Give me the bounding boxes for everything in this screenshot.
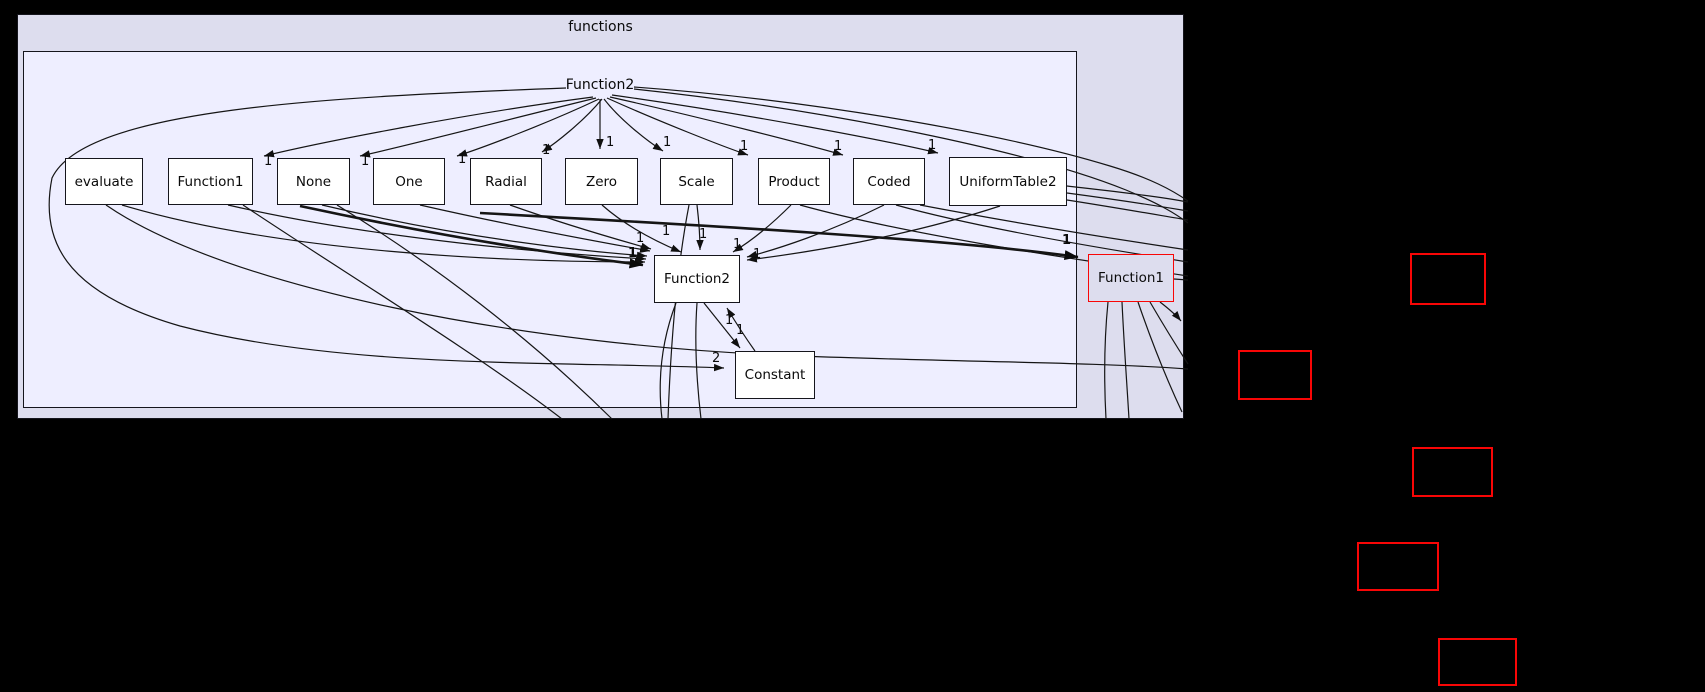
cluster-functions-inner: [23, 51, 1077, 408]
edge-label: 1: [628, 246, 638, 261]
external-node-1[interactable]: [1410, 253, 1486, 305]
edge-label: 2: [712, 351, 721, 366]
edge-label: 1: [834, 139, 843, 154]
edge-label: 1: [725, 313, 734, 328]
node-function1[interactable]: Function1: [168, 158, 253, 205]
edge-label: 1: [361, 154, 370, 169]
edge-label: 1: [736, 323, 745, 338]
external-node-4[interactable]: [1357, 542, 1439, 591]
edge-label: 1: [542, 143, 551, 158]
node-function1-external[interactable]: Function1: [1088, 254, 1174, 302]
node-none[interactable]: None: [277, 158, 350, 205]
edge-label: 1: [636, 231, 645, 246]
node-zero[interactable]: Zero: [565, 158, 638, 205]
node-evaluate[interactable]: evaluate: [65, 158, 143, 205]
node-one[interactable]: One: [373, 158, 445, 205]
node-constant[interactable]: Constant: [735, 351, 815, 399]
edge-label: 1: [264, 154, 273, 169]
external-node-3[interactable]: [1412, 447, 1493, 497]
node-scale[interactable]: Scale: [660, 158, 733, 205]
root-node-function2[interactable]: Function2: [565, 77, 635, 93]
node-coded[interactable]: Coded: [853, 158, 925, 205]
edge-label: 1: [458, 152, 467, 167]
edge-label: 1: [928, 138, 937, 153]
external-node-2[interactable]: [1238, 350, 1312, 400]
edge-label: 1: [733, 237, 742, 252]
edge-label: 1: [662, 224, 671, 239]
edge-label: 1: [606, 135, 615, 150]
node-product[interactable]: Product: [758, 158, 830, 205]
node-radial[interactable]: Radial: [470, 158, 542, 205]
edge-label: 1: [1062, 233, 1072, 248]
external-node-5[interactable]: [1438, 638, 1517, 686]
edge-label: 1: [740, 139, 749, 154]
node-function2-center[interactable]: Function2: [654, 255, 740, 303]
node-uniformtable2[interactable]: UniformTable2: [949, 157, 1067, 206]
edge-label: 1: [753, 247, 762, 262]
edge-label: 1: [663, 135, 672, 150]
edge-label: 1: [699, 227, 708, 242]
cluster-functions-title: functions: [568, 19, 633, 35]
